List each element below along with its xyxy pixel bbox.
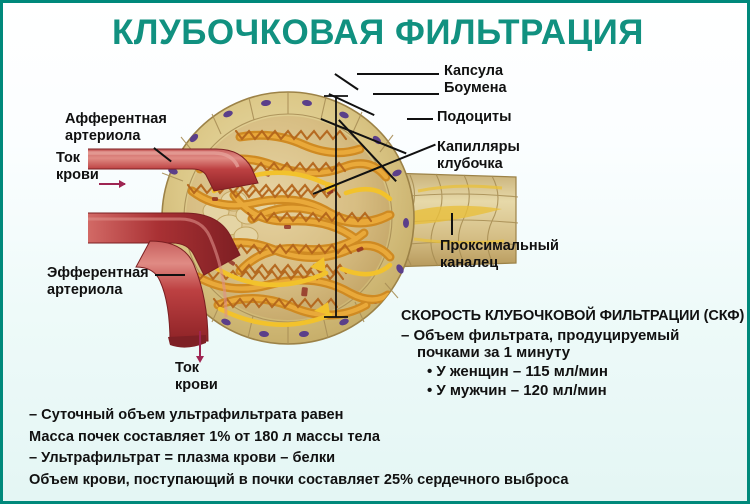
gfr-line-1: – Объем фильтрата, продуцируемый	[401, 327, 680, 344]
gfr-heading: СКОРОСТЬ КЛУБОЧКОВОЙ ФИЛЬТРАЦИИ (СКФ)	[401, 308, 745, 324]
label-blood-flow-in: Ток крови	[56, 150, 99, 183]
leader-podocytes	[407, 118, 433, 120]
efferent-arteriole	[88, 212, 241, 348]
leader-proximal-tubule	[451, 213, 453, 235]
label-podocytes: Подоциты	[437, 109, 512, 125]
fact-line-4: Объем крови, поступающий в почки составл…	[29, 471, 569, 488]
facts-block: – Суточный объем ультрафильтрата равен М…	[29, 405, 569, 491]
blood-flow-out-arrow	[195, 331, 204, 363]
glomerulus-figure	[88, 73, 518, 363]
afferent-arteriole	[88, 148, 259, 192]
fact-line-3: – Ультрафильтрат = плазма крови – белки	[29, 450, 336, 466]
gfr-line-2: почками за 1 минуту	[417, 344, 571, 361]
fact-line-2: Масса почек составляет 1% от 180 л массы…	[29, 428, 381, 445]
leader-efferent-arteriole	[155, 274, 185, 276]
label-efferent-arteriole: Эфферентная артериола	[47, 265, 149, 298]
fact-line-1: – Суточный объем ультрафильтрата равен	[29, 407, 344, 423]
gfr-bullet-men: • У мужчин – 120 мл/мин	[427, 382, 607, 399]
label-blood-flow-out: Ток крови	[175, 360, 218, 393]
label-bowman-capsule: Капсула Боумена	[444, 63, 507, 96]
leader-bowman-capsule-1	[357, 73, 439, 75]
leader-bowman-capsule-2	[373, 93, 439, 95]
label-glomerular-capillaries: Капилляры клубочка	[437, 139, 520, 172]
label-afferent-arteriole: Афферентная артериола	[65, 111, 167, 144]
page-title: КЛУБОЧКОВАЯ ФИЛЬТРАЦИЯ	[112, 13, 644, 52]
gfr-bullet-women: • У женщин – 115 мл/мин	[427, 363, 608, 380]
blood-flow-in-arrow	[99, 179, 126, 188]
label-proximal-tubule: Проксимальный каналец	[440, 238, 559, 271]
gfr-info-block: СКОРОСТЬ КЛУБОЧКОВОЙ ФИЛЬТРАЦИИ (СКФ) – …	[401, 308, 746, 399]
